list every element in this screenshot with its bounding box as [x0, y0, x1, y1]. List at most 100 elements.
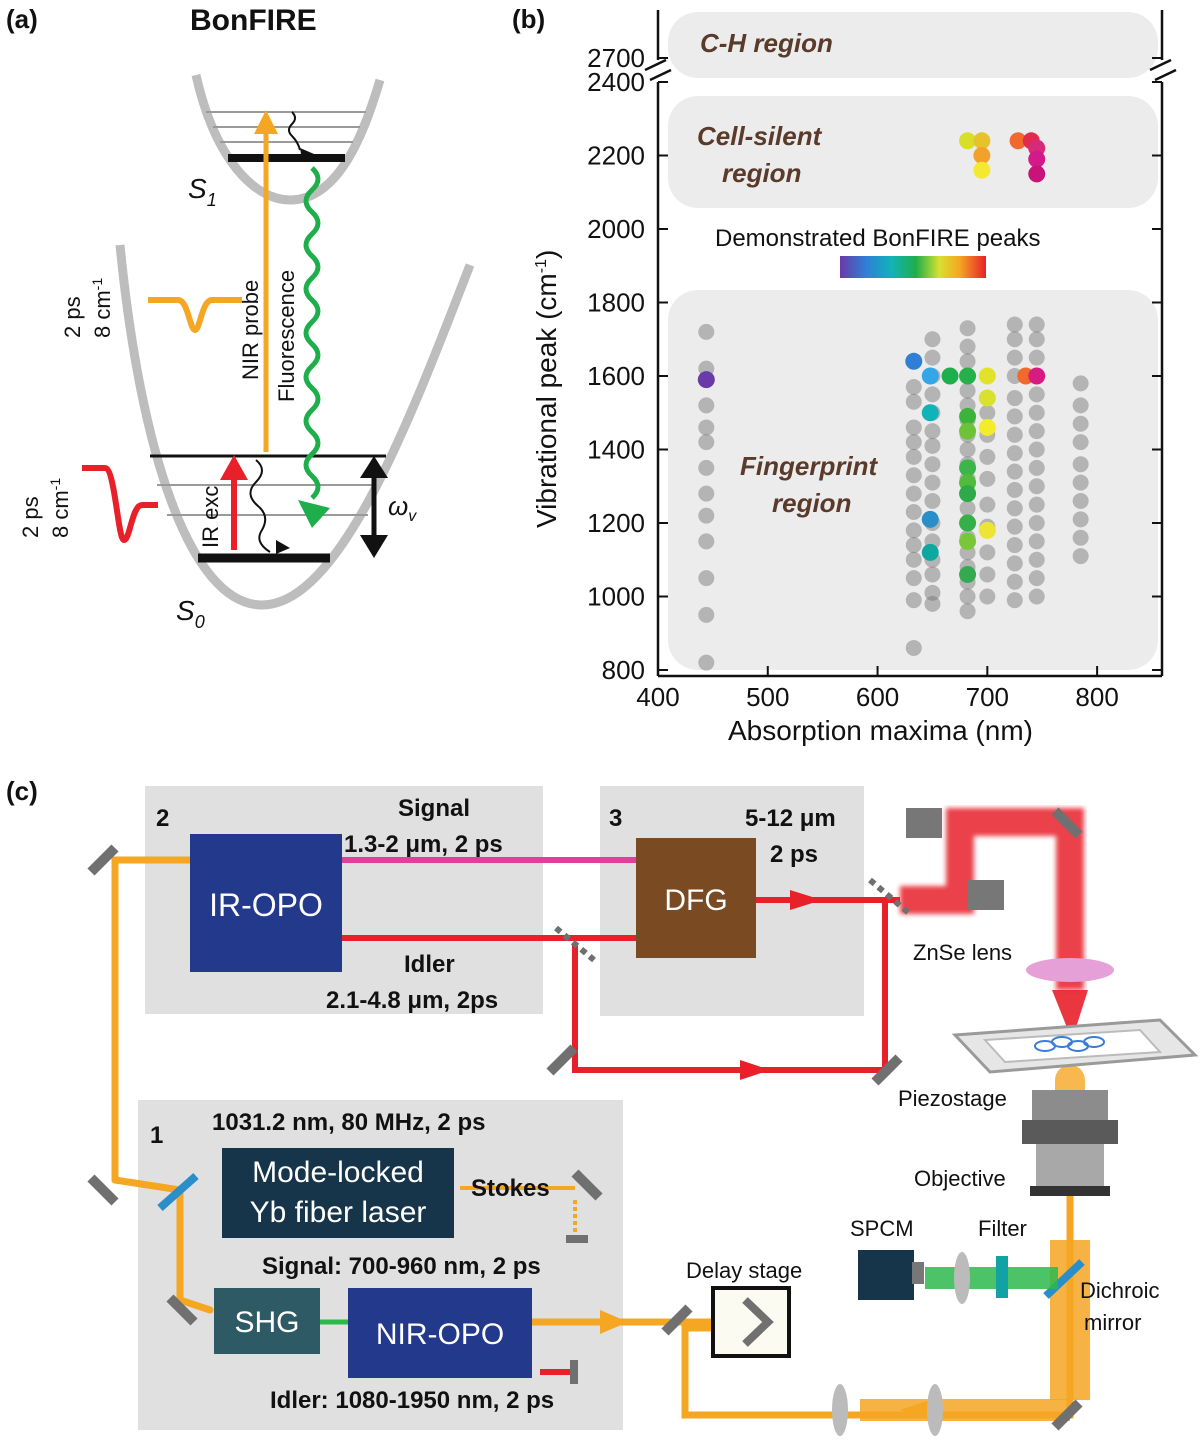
data-point: [1072, 415, 1089, 432]
data-point: [979, 566, 996, 583]
data-point: [959, 441, 976, 458]
data-point: [698, 570, 715, 587]
data-point: [924, 437, 941, 454]
mirror-top-left: [87, 844, 119, 876]
y-axis-label: Vibrational peak (cm-1): [531, 250, 562, 528]
ir-opo-box: [190, 834, 342, 972]
fingerprint-label-1: Fingerprint: [740, 451, 879, 481]
data-point: [698, 397, 715, 414]
data-point: [1028, 316, 1045, 333]
dichroic-label-1: Dichroic: [1080, 1278, 1159, 1303]
y-tick-label: 1000: [587, 582, 645, 612]
data-point: [959, 382, 976, 399]
y-tick-label: 1400: [587, 435, 645, 465]
dfg-range: 5-12 μm: [745, 805, 836, 832]
data-point: [698, 434, 715, 451]
colorbar-label: Demonstrated BonFIRE peaks: [715, 225, 1041, 252]
shg-label: SHG: [234, 1306, 299, 1339]
bonfire-peak-point: [1009, 132, 1027, 150]
bonfire-peak-point: [973, 161, 991, 179]
data-point: [924, 331, 941, 348]
x-tick-label: 500: [746, 682, 789, 712]
bonfire-peak-point: [921, 510, 939, 528]
x-axis-label: Absorption maxima (nm): [728, 715, 1033, 746]
emission-filter: [996, 1256, 1008, 1298]
bonfire-peak-point: [1028, 165, 1046, 183]
data-point: [1006, 390, 1023, 407]
data-point: [1028, 386, 1045, 403]
data-point: [1006, 316, 1023, 333]
data-point: [1006, 555, 1023, 572]
mirror-stokes: [571, 1169, 603, 1201]
panel-a-label: (a): [6, 4, 38, 34]
s0-relaxation-arrowhead: [276, 540, 290, 554]
mirror-holder-mid: [968, 880, 1004, 910]
data-point: [905, 503, 922, 520]
data-point: [1006, 573, 1023, 590]
data-point: [924, 349, 941, 366]
data-point: [959, 500, 976, 517]
mirror-bottom-right: [1051, 1399, 1083, 1431]
sample-cells: [1034, 1036, 1105, 1052]
spcm-window: [912, 1262, 924, 1284]
mirror-shg-input: [166, 1294, 198, 1326]
s1-relaxation-squiggle: [288, 111, 301, 151]
data-point: [959, 353, 976, 370]
data-point: [1006, 445, 1023, 462]
cell-silent-label-1: Cell-silent: [697, 121, 823, 151]
bonfire-peak-point: [959, 422, 977, 440]
x-tick-label: 600: [856, 682, 899, 712]
ch-region-bg: [668, 12, 1158, 78]
y-tick-label: 800: [602, 655, 645, 685]
objective-top: [1032, 1090, 1108, 1120]
data-point: [1072, 529, 1089, 546]
beam-splitter: [157, 1173, 199, 1211]
data-point: [905, 592, 922, 609]
fluorescence-arrowhead: [298, 500, 330, 528]
beam-dump-idler: [570, 1360, 578, 1384]
data-point: [905, 448, 922, 465]
data-point: [924, 566, 941, 583]
y-tick-label: 2700: [587, 43, 645, 73]
data-point: [1006, 481, 1023, 498]
data-point: [1028, 570, 1045, 587]
znse-lens: [1026, 958, 1114, 982]
ir-excitation-arrowhead: [220, 455, 248, 480]
data-point: [698, 419, 715, 436]
data-point: [698, 459, 715, 476]
bonfire-peak-point: [959, 407, 977, 425]
panel-b: (b) C-H region Cell-silent region Finger…: [512, 0, 1177, 746]
data-point: [1028, 441, 1045, 458]
bonfire-peak-point: [1028, 367, 1046, 385]
data-point: [905, 537, 922, 554]
panel-a: (a) BonFIRE S1 S0 NIR probe Fluorescence: [6, 4, 475, 632]
nir-signal-label: Signal: 700-960 nm, 2 ps: [262, 1253, 541, 1280]
omega-label: ωv: [388, 491, 417, 525]
x-tick-label: 700: [966, 682, 1009, 712]
data-point: [1028, 478, 1045, 495]
dfg-duration: 2 ps: [770, 841, 818, 868]
data-point: [905, 434, 922, 451]
module-1-number: 1: [150, 1122, 163, 1149]
fluorescence-wave: [303, 166, 321, 500]
ir-opo-label: IR-OPO: [209, 887, 323, 923]
delay-retroreflector: [742, 1297, 774, 1347]
excitation-pulse-shape: [82, 465, 158, 544]
spcm-detector: [858, 1250, 914, 1300]
telescope-lens-1: [832, 1384, 848, 1436]
data-point: [698, 323, 715, 340]
data-point: [924, 492, 941, 509]
panel-b-label: (b): [512, 4, 545, 34]
y-tick-label: 1600: [587, 361, 645, 391]
data-point: [905, 393, 922, 410]
plot-frame: [656, 10, 1164, 678]
panel-c: (c) 2 3 1: [6, 776, 1199, 1436]
spcm-label: SPCM: [850, 1216, 914, 1241]
ir-exc-label: IR exc: [198, 486, 223, 548]
bonfire-title: BonFIRE: [190, 4, 317, 37]
y-tick-label: 3300: [587, 0, 645, 1]
nir-opo-box: [348, 1288, 532, 1378]
dfg-label: DFG: [664, 884, 727, 917]
mirror-idler-bottom-left: [546, 1044, 578, 1076]
